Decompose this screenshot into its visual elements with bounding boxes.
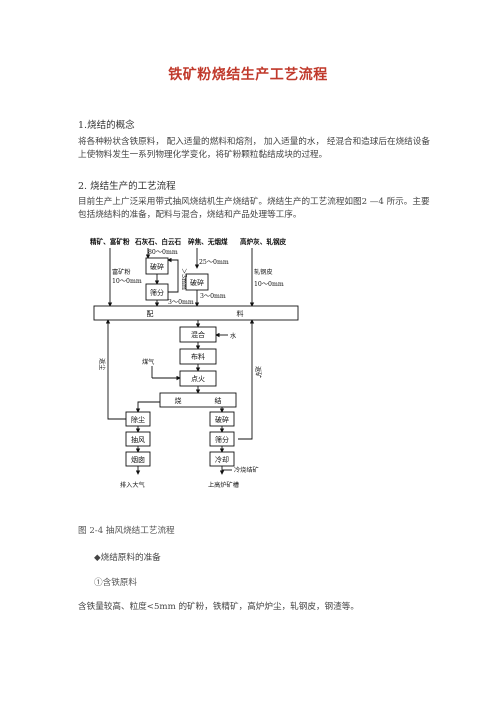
page-title: 铁矿粉烧结生产工艺流程 (168, 67, 328, 83)
ignition-box (179, 370, 217, 387)
section-1-paragraph: 将各种粉状含铁原料， 配入适量的燃料和熔剂， 加入适量的水， 经混合和造球后在烧… (78, 137, 430, 160)
dedust-text: 除尘 (131, 415, 145, 424)
screen-box-2 (209, 431, 235, 447)
rich-ore-label: 富矿粉 (112, 268, 131, 276)
chimney-text: 烟囱 (131, 455, 145, 464)
rich-ore-size-label: 10～0mm (112, 278, 142, 285)
crush-text-3: 破碎 (215, 415, 229, 424)
sintering-process-flow-diagram: 精矿、富矿粉 石灰石、白云石 碎焦、无烟煤 高炉灰、轧钢皮 80～0mm 富矿粉… (90, 237, 299, 489)
crush-box-3 (209, 411, 235, 427)
sintering-text-right: 结 (215, 396, 222, 405)
sub-heading: ①含铁原料 (94, 578, 137, 588)
crush-box-1 (145, 257, 169, 275)
to-air-label: 排入大气 (120, 481, 145, 489)
cold-sinter-label: 冷烧结矿 (234, 466, 259, 474)
batching-text-left: 配 (147, 310, 154, 318)
section-1-heading: 1.烧结的概念 (78, 120, 135, 131)
fan-text: 抽风 (131, 435, 145, 444)
gas-label: 煤气 (142, 358, 154, 366)
water-label: 水 (230, 332, 237, 340)
input-ore: 精矿、富矿粉 (90, 237, 130, 246)
mill-scale-size-label: 10～0mm (254, 281, 284, 288)
cooling-box (209, 451, 235, 467)
figure-caption: 图 2-4 抽风烧结工艺流程 (78, 526, 175, 536)
chimney-box (125, 451, 151, 467)
iron-material-paragraph: 含铁量较高、粒度<5mm 的矿粉，铁精矿，高炉炉尘，轧钢皮，钢渣等。 (78, 602, 359, 612)
batching-text-right: 料 (237, 309, 244, 318)
cooling-text: 冷却 (215, 455, 229, 464)
screen-text-1: 筛分 (150, 288, 164, 297)
section-2-heading: 2. 烧结生产的工艺流程 (78, 181, 176, 192)
return-fines-label: 返矿 (254, 366, 262, 378)
flux-size-label: 80～0mm (148, 249, 178, 256)
input-flux: 石灰石、白云石 (134, 237, 182, 246)
mixing-box (179, 326, 217, 343)
dust-return-label: 返尘 (98, 358, 106, 370)
section-2-paragraph: 目前生产上广泛采用带式抽风烧结机生产烧结矿。烧结生产的工艺流程如图2 —4 所示… (78, 197, 430, 220)
batching-box (93, 305, 299, 321)
bullet-heading: ◆烧结原料的准备 (94, 553, 161, 563)
flux-gt-label: ＞3mm (180, 268, 187, 290)
crush-text-2: 破碎 (190, 278, 204, 287)
input-other: 高炉灰、轧钢皮 (240, 237, 287, 246)
distributing-box (179, 348, 217, 365)
fuel-size-out-label: 3～0mm (200, 293, 226, 300)
fan-box (125, 431, 151, 447)
fuel-size-in-label: 25～0mm (199, 259, 229, 266)
crush-text-1: 破碎 (150, 262, 164, 271)
dedust-box (125, 411, 151, 427)
mill-scale-label: 轧钢皮 (254, 268, 273, 276)
distributing-text: 布料 (191, 352, 205, 361)
screen-text-2: 筛分 (215, 435, 229, 444)
input-fuel: 碎焦、无烟煤 (188, 237, 228, 246)
screen-box-1 (145, 283, 169, 301)
flux-lt-label: 3～0mm (168, 299, 194, 306)
sintering-box (159, 392, 237, 408)
crush-box-2 (185, 273, 209, 291)
ignition-text: 点火 (191, 375, 205, 383)
sintering-text-left: 烧 (175, 396, 182, 405)
mixing-text: 混合 (191, 330, 205, 339)
to-bf-label: 上高炉矿槽 (208, 481, 239, 489)
